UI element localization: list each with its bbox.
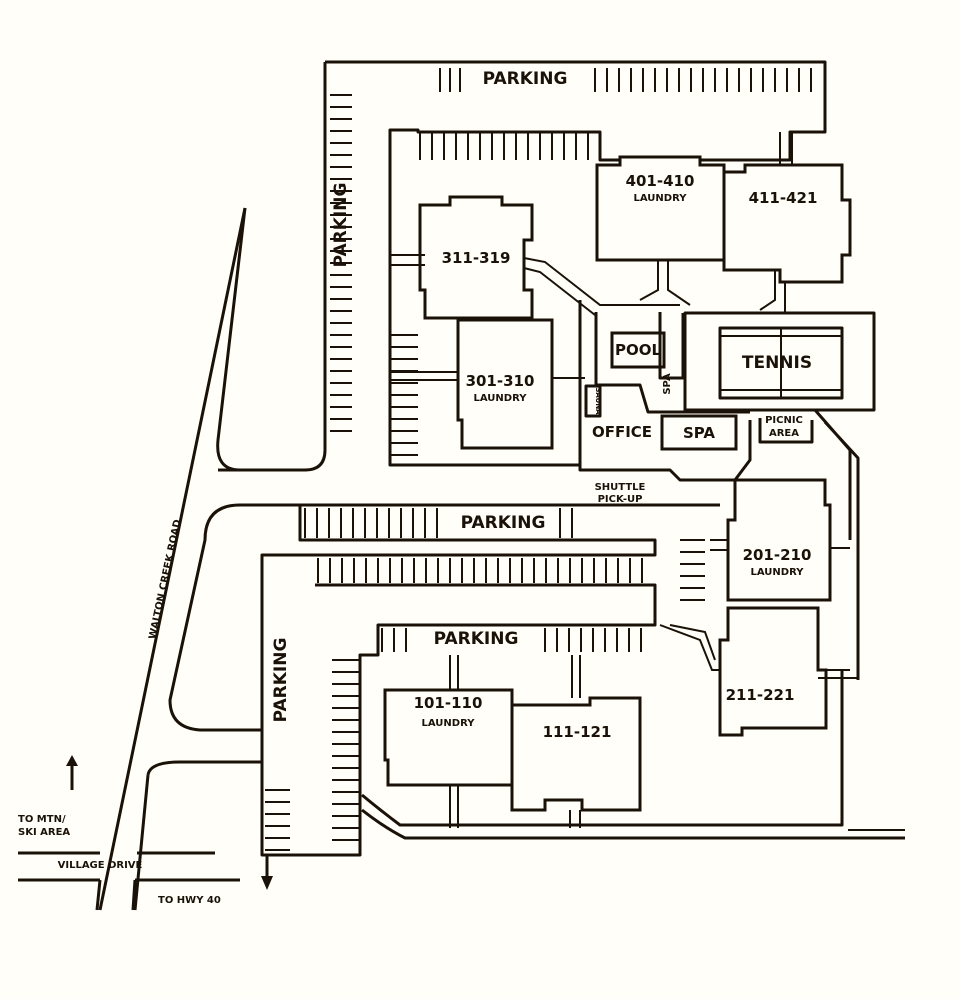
- svg-text:POOL: POOL: [615, 341, 661, 359]
- sauna: [584, 384, 602, 418]
- parking-label-left-upper: PARKING: [331, 183, 351, 268]
- road-edge: [216, 207, 247, 472]
- walkway-east: [813, 409, 860, 680]
- parking-label-lower: PARKING: [434, 629, 519, 649]
- building-111-121: 111-121: [510, 696, 642, 812]
- parking-label-middle: PARKING: [461, 513, 546, 533]
- shuttle-label-1: SHUTTLE: [595, 482, 646, 493]
- spa: SPA: [660, 414, 738, 451]
- pool: POOL: [610, 331, 666, 369]
- svg-text:301-310: 301-310: [466, 372, 535, 390]
- walton-creek-road-label: WALTON CREEK ROAD: [147, 519, 183, 641]
- parking-lot-top: PARKING PARKING: [218, 60, 827, 472]
- south-path: [361, 670, 905, 840]
- svg-text:TENNIS: TENNIS: [742, 353, 812, 373]
- svg-text:201-210: 201-210: [743, 546, 812, 564]
- amenity-area-border: [578, 300, 752, 482]
- svg-text:LAUNDRY: LAUNDRY: [474, 393, 528, 404]
- svg-text:AREA: AREA: [769, 428, 799, 439]
- sauna-label: SAUNA: [594, 387, 602, 415]
- parking-label-left-lower: PARKING: [271, 638, 291, 723]
- picnic-area: PICNIC AREA: [758, 415, 814, 444]
- building-101-110: 101-110 LAUNDRY: [383, 688, 514, 787]
- spa-small-outline: [658, 312, 685, 380]
- walkway: [390, 254, 680, 316]
- tennis-court: TENNIS: [683, 311, 876, 412]
- arrow-up-icon: [66, 755, 78, 790]
- to-mtn-label-2: SKI AREA: [18, 827, 70, 838]
- svg-text:101-110: 101-110: [414, 694, 483, 712]
- arrow-down-icon: [261, 855, 273, 890]
- to-mtn-label-1: TO MTN/: [18, 814, 66, 825]
- building-311-319: 311-319: [418, 195, 534, 320]
- building-201-210: 201-210 LAUNDRY: [726, 478, 832, 602]
- parking-lot-middle: PARKING PARKING PARKING: [133, 503, 720, 911]
- walkway: [639, 132, 793, 312]
- svg-text:LAUNDRY: LAUNDRY: [422, 718, 476, 729]
- shuttle-label-2: PICK-UP: [598, 494, 643, 505]
- to-hwy-label: TO HWY 40: [158, 895, 221, 906]
- spa-small-label: SPA: [662, 373, 673, 395]
- walton-creek-road: [98, 207, 247, 911]
- walkway: [659, 539, 858, 679]
- building-411-421: 411-421: [722, 163, 852, 284]
- office-label: OFFICE: [592, 423, 652, 441]
- svg-text:LAUNDRY: LAUNDRY: [751, 567, 805, 578]
- svg-text:LAUNDRY: LAUNDRY: [634, 193, 688, 204]
- svg-text:PICNIC: PICNIC: [765, 415, 803, 426]
- svg-text:211-221: 211-221: [726, 686, 795, 704]
- village-drive: VILLAGE DRIVE: [18, 851, 360, 911]
- building-301-310: 301-310 LAUNDRY: [456, 318, 554, 450]
- building-211-221: 211-221: [718, 606, 828, 737]
- svg-text:311-319: 311-319: [442, 249, 511, 267]
- svg-text:411-421: 411-421: [749, 189, 818, 207]
- svg-text:401-410: 401-410: [626, 172, 695, 190]
- svg-text:111-121: 111-121: [543, 723, 612, 741]
- svg-text:SPA: SPA: [683, 424, 715, 442]
- village-drive-label: VILLAGE DRIVE: [58, 860, 143, 871]
- building-401-410: 401-410 LAUNDRY: [595, 155, 726, 262]
- amenity-path: [594, 312, 750, 414]
- walkway: [449, 655, 581, 828]
- parking-label-top: PARKING: [483, 69, 568, 89]
